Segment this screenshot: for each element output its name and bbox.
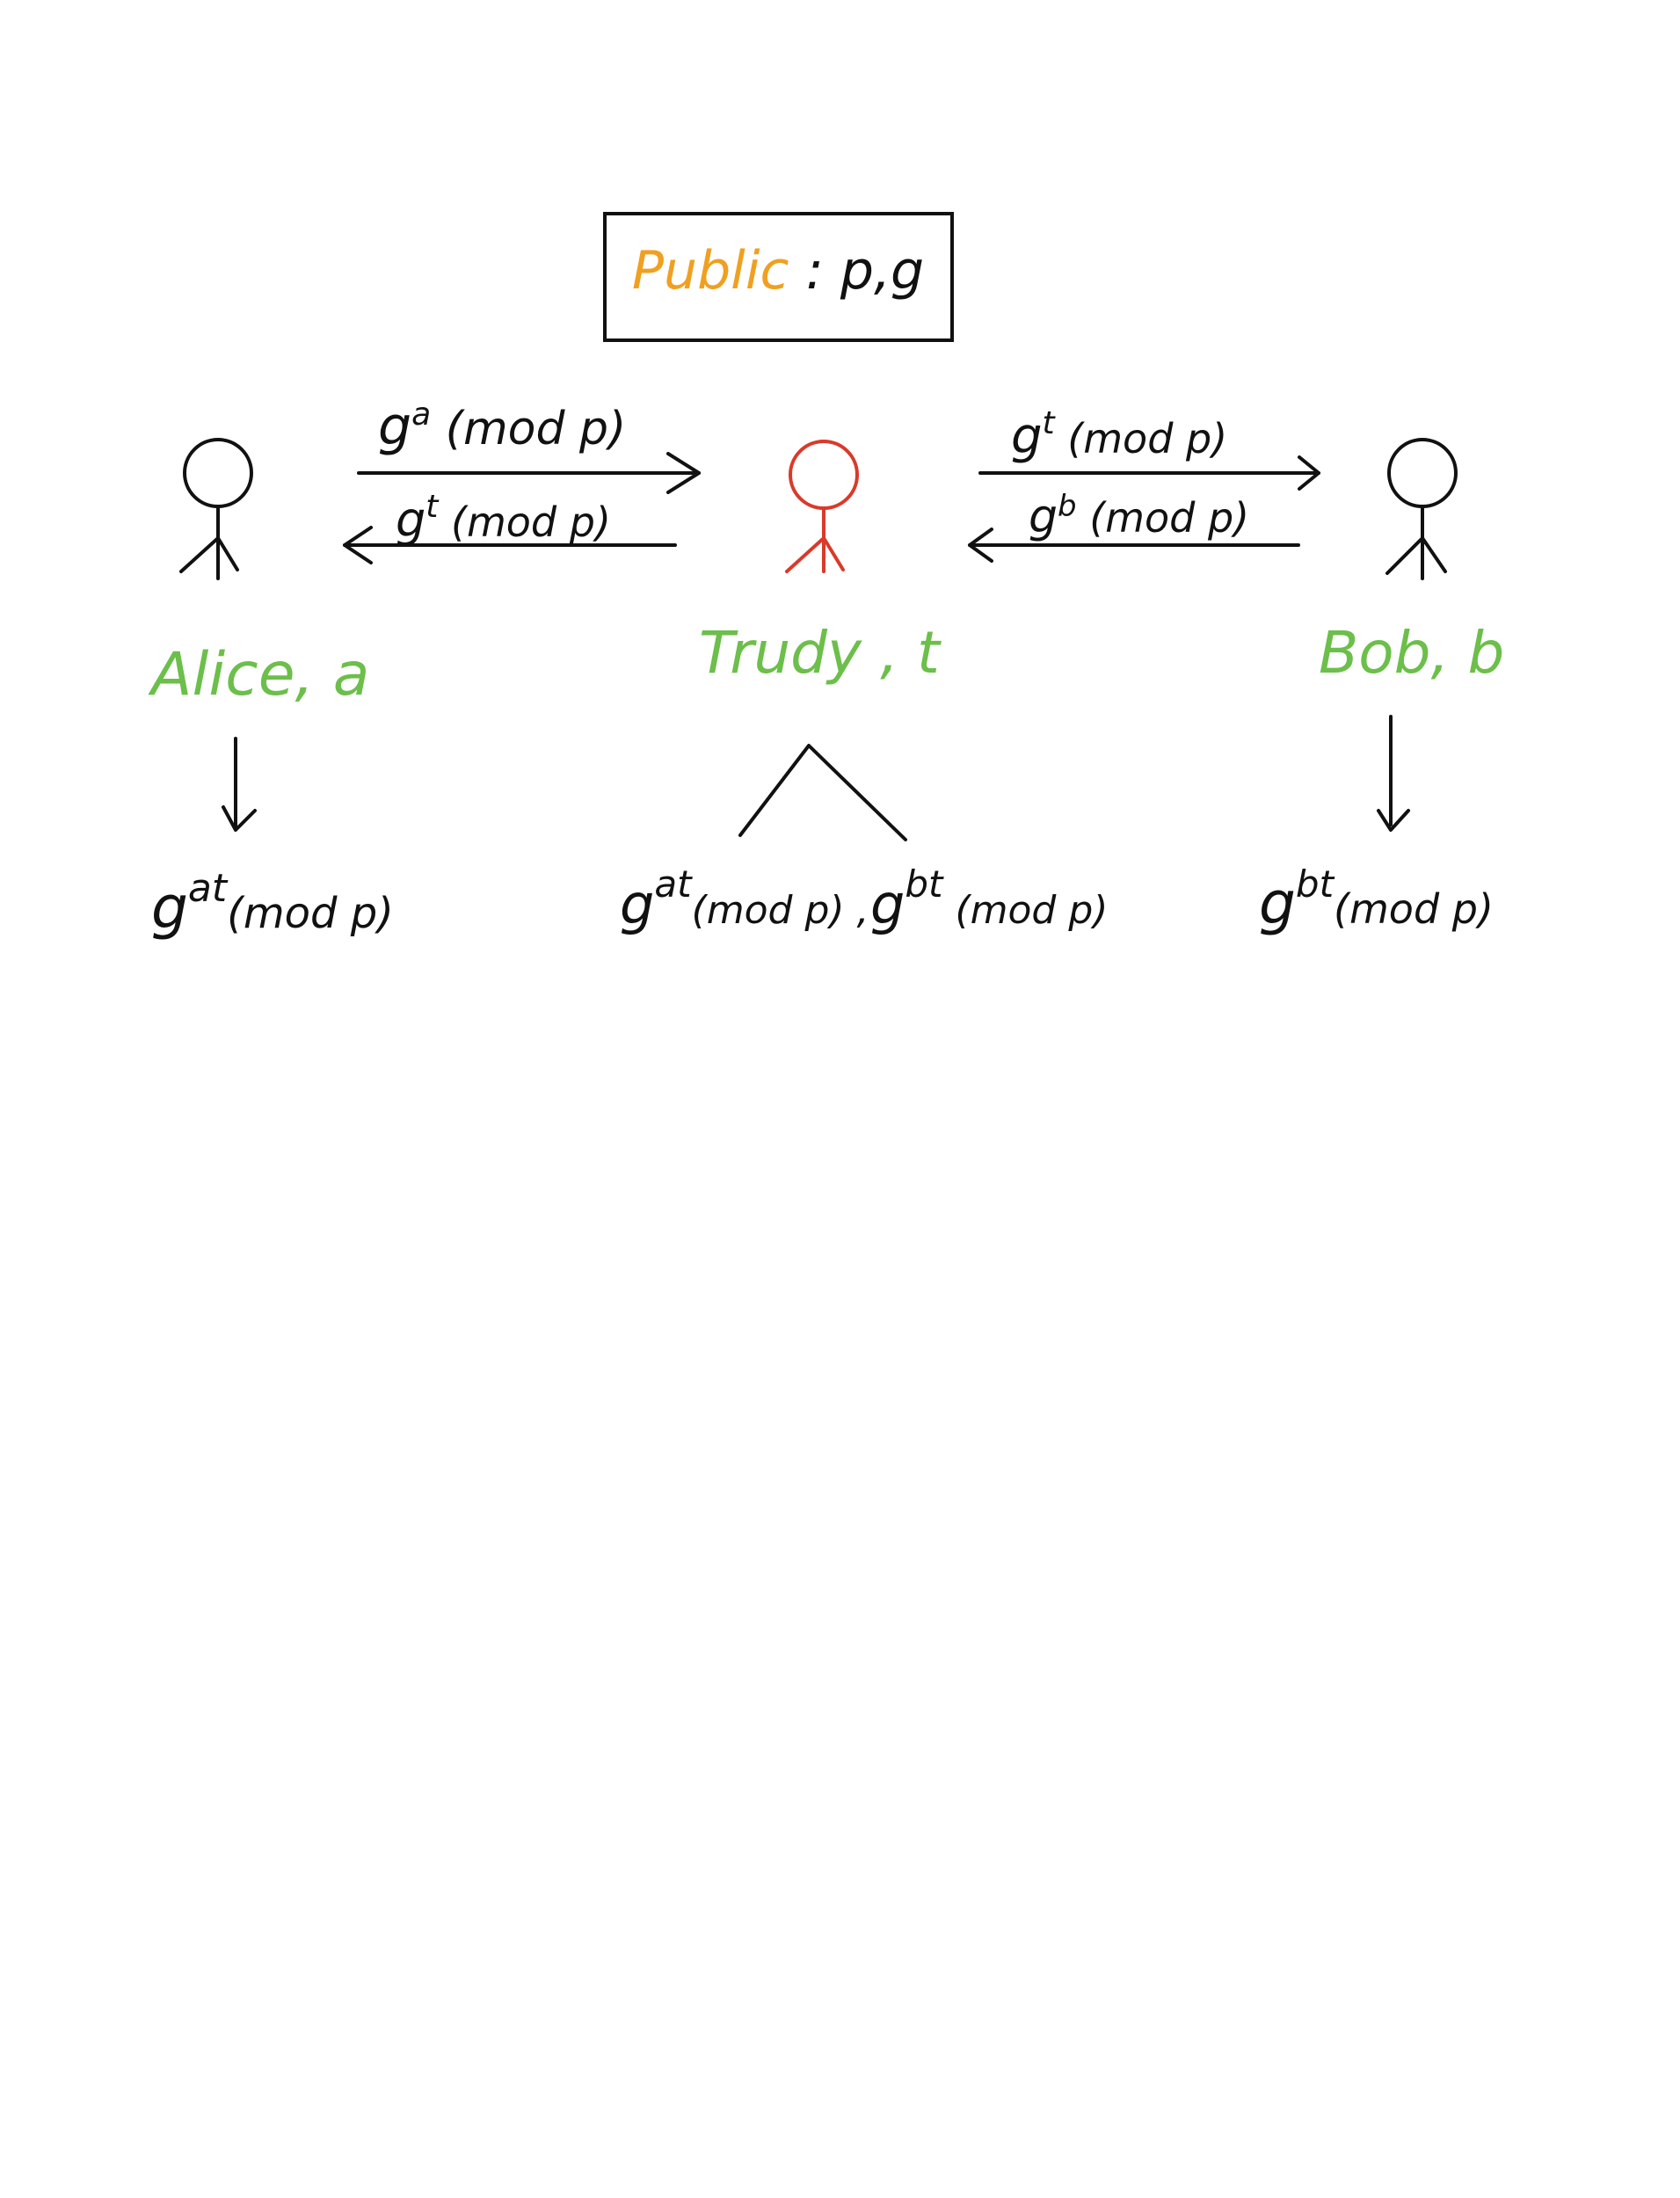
arrow-down-icon <box>1377 809 1410 832</box>
trudy-split-lines <box>738 744 907 841</box>
arrow-left-icon <box>968 528 993 563</box>
message-alice-to-trudy-label: ga (mod p) <box>378 396 626 457</box>
trudy-figure <box>785 440 859 573</box>
public-box: Public : p,g <box>603 212 954 342</box>
trudy-key-2: gbt (mod p) <box>870 862 1108 936</box>
arrow-left-icon <box>343 526 373 564</box>
message-bob-to-trudy: gb (mod p) <box>968 489 1300 563</box>
message-trudy-to-bob-label: gt (mod p) <box>1011 405 1227 465</box>
bob-name: Bob, b <box>1319 619 1504 687</box>
public-label: Public <box>632 240 789 302</box>
trudy-leg-right <box>822 536 845 571</box>
message-trudy-to-bob: gt (mod p) <box>978 405 1320 491</box>
bob-head <box>1387 438 1458 508</box>
alice-figure <box>179 438 253 580</box>
bob-leg-left <box>1385 536 1424 575</box>
message-trudy-to-alice-label: gt (mod p) <box>396 489 611 548</box>
arrow-down-icon <box>222 805 257 832</box>
message-trudy-to-alice: gt (mod p) <box>343 489 677 564</box>
public-separator: : <box>789 240 840 302</box>
message-bob-to-trudy-label: gb (mod p) <box>1029 489 1249 543</box>
bob-leg-right <box>1421 536 1447 573</box>
trudy-name: Trudy , t <box>699 619 942 687</box>
alice-key: gat(mod p) <box>151 866 394 942</box>
arrow-right-icon <box>1298 455 1320 491</box>
alice-head <box>183 438 253 508</box>
alice-leg-left <box>179 536 220 573</box>
arrow-right-icon <box>666 452 701 494</box>
bob-figure <box>1385 438 1458 580</box>
alice-derive-arrow <box>222 737 257 832</box>
bob-derive-arrow <box>1377 715 1410 832</box>
bob-key: gbt(mod p) <box>1259 862 1494 937</box>
alice-name: Alice, a <box>148 640 369 710</box>
trudy-key-1: gat(mod p) , <box>620 862 869 936</box>
message-alice-to-trudy: ga (mod p) <box>357 396 701 494</box>
trudy-leg-left <box>785 536 825 573</box>
trudy-split <box>738 744 907 841</box>
public-box-text: Public : p,g <box>632 240 924 302</box>
alice-leg-right <box>216 536 239 571</box>
trudy-head <box>789 440 859 510</box>
public-values: p,g <box>840 240 924 302</box>
public-box-frame <box>603 212 954 342</box>
